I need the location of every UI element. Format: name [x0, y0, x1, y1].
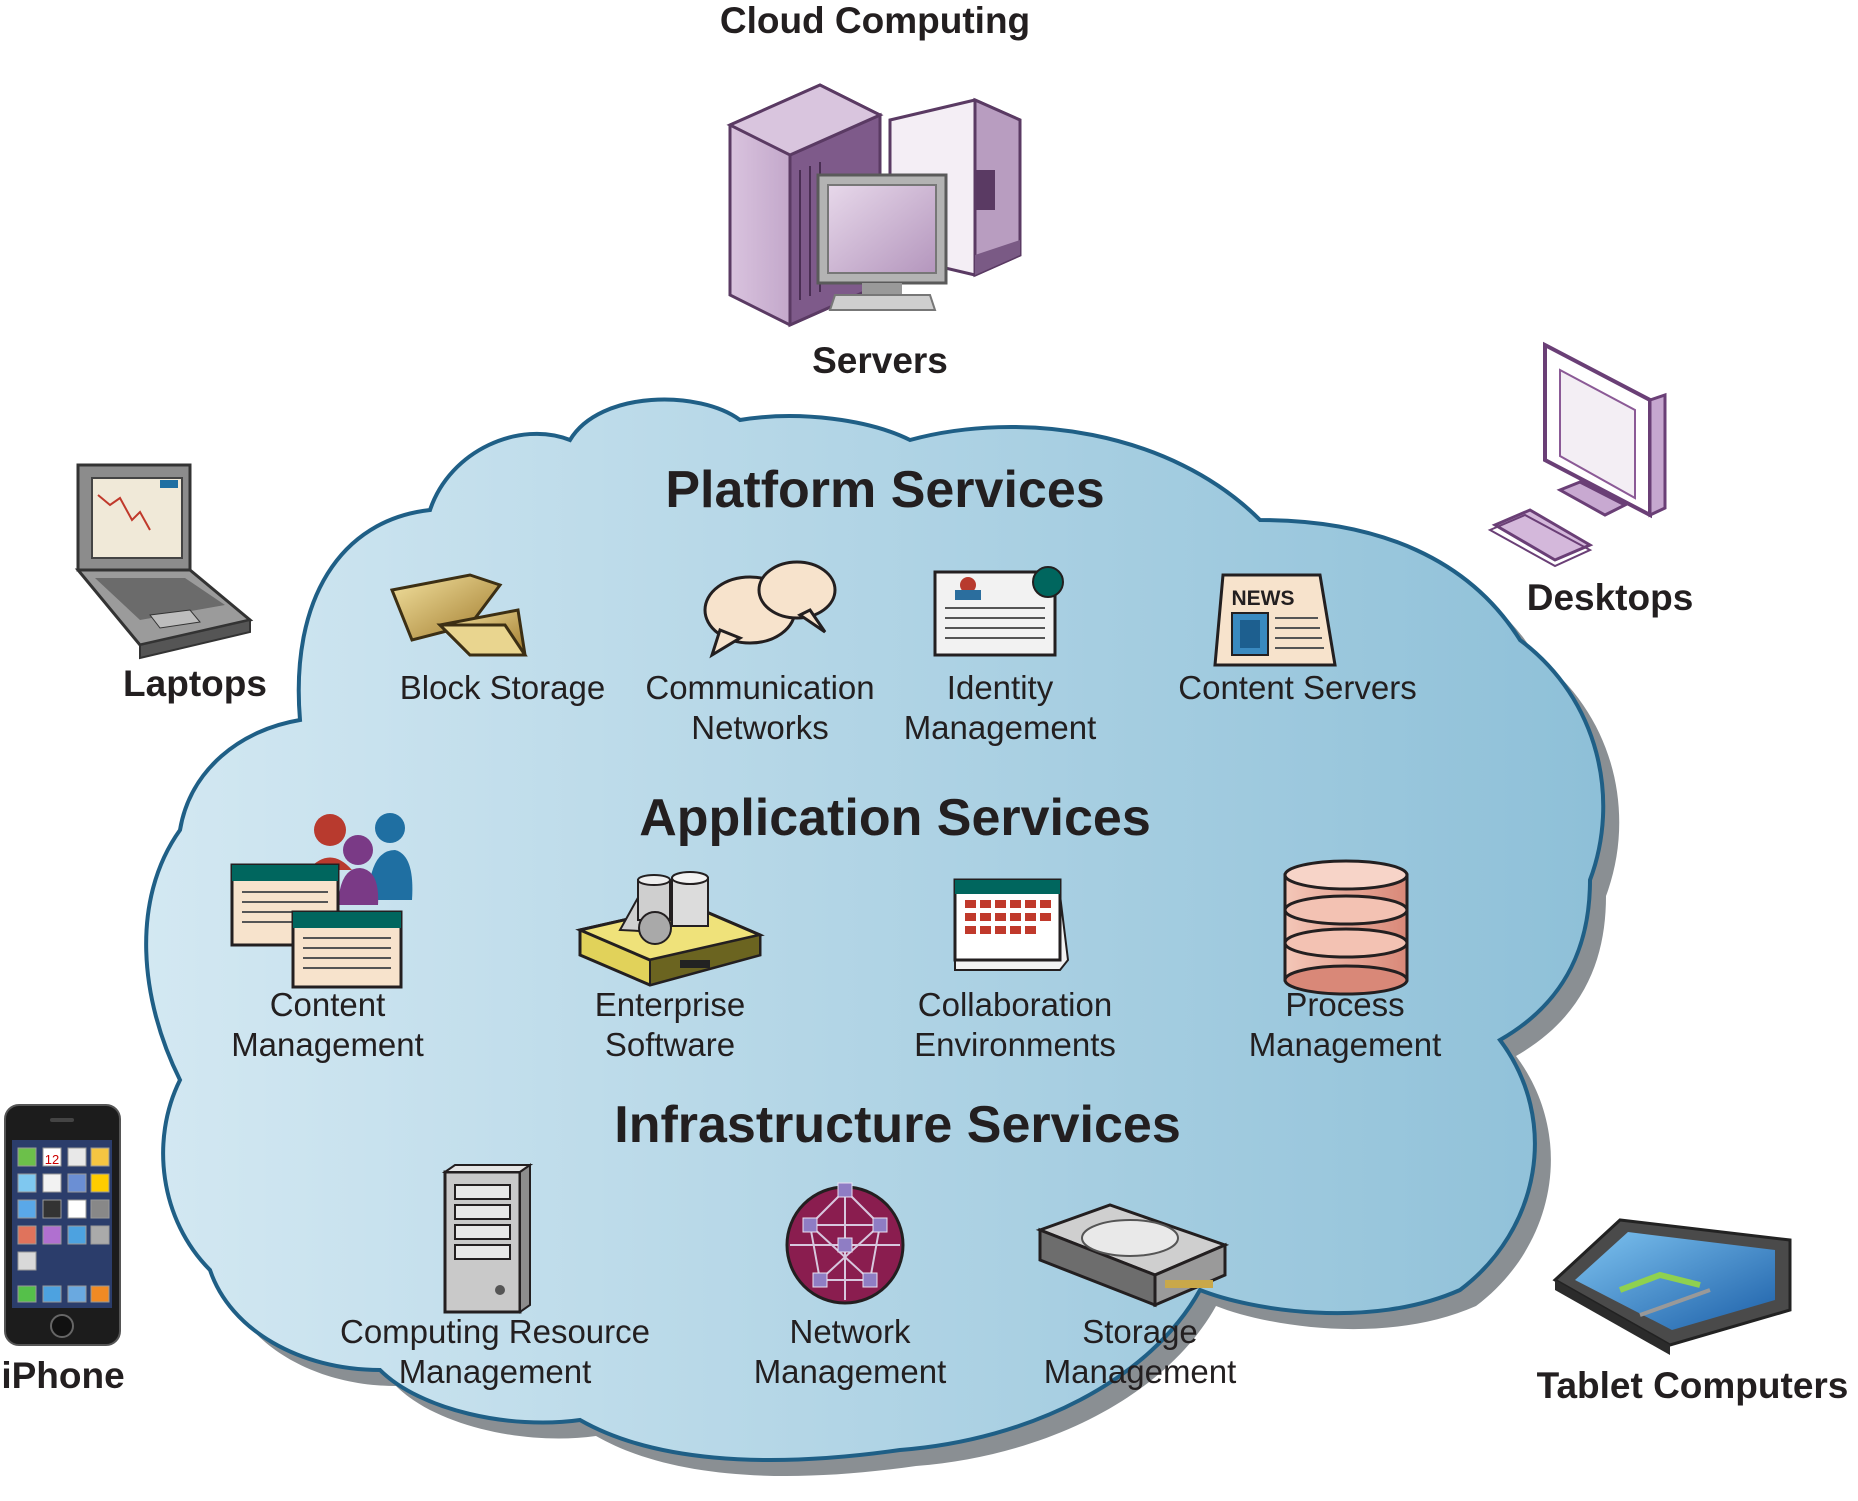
- block-storage-label: Block Storage: [399, 669, 606, 706]
- people-windows-icon: [230, 813, 413, 989]
- application-services-title: Application Services: [639, 789, 1151, 847]
- iphone-icon: 12: [4, 1104, 121, 1346]
- process-management-label: Process Management: [1248, 986, 1442, 1063]
- collaboration-environments-label: Collaboration Environments: [914, 986, 1116, 1063]
- servers-icon: [726, 83, 1022, 328]
- desktops-label: Desktops: [1526, 577, 1694, 618]
- computing-resource-management-label: Computing Resource Management: [340, 1313, 650, 1390]
- database-icon: [1283, 859, 1409, 996]
- tablet-icon: [1552, 1218, 1792, 1355]
- enterprise-software-label: Enterprise Software: [594, 986, 746, 1063]
- iphone-label: iPhone: [1, 1355, 125, 1396]
- speech-bubbles-icon: [703, 560, 837, 659]
- network-management-label: Network Management: [753, 1313, 947, 1390]
- software-box-icon: [575, 871, 765, 987]
- laptops-label: Laptops: [123, 663, 267, 704]
- platform-services-title: Platform Services: [665, 461, 1105, 519]
- newspaper-icon: NEWS: [1213, 573, 1337, 667]
- tablets-label: Tablet Computers: [1536, 1365, 1849, 1406]
- server-tower-icon: [441, 1163, 534, 1314]
- desktop-icon: [1487, 341, 1667, 568]
- iphone-calendar-day: 12: [45, 1152, 59, 1167]
- diagram-title: Cloud Computing: [719, 0, 1031, 41]
- storage-management-label: Storage Management: [1043, 1313, 1237, 1390]
- servers-label: Servers: [812, 340, 948, 381]
- laptop-icon: [74, 463, 254, 660]
- calendar-icon: [953, 878, 1070, 971]
- id-card-icon: [933, 566, 1064, 657]
- network-globe-icon: [785, 1182, 905, 1305]
- folders-icon: [389, 573, 528, 657]
- communication-networks-label: Communication Networks: [645, 669, 875, 746]
- infrastructure-services-title: Infrastructure Services: [614, 1096, 1181, 1154]
- hard-drive-icon: [1035, 1203, 1230, 1308]
- newspaper-text: NEWS: [1232, 587, 1295, 610]
- content-servers-label: Content Servers: [1178, 669, 1417, 706]
- identity-management-label: Identity Management: [903, 669, 1097, 746]
- content-management-label: Content Management: [231, 986, 424, 1063]
